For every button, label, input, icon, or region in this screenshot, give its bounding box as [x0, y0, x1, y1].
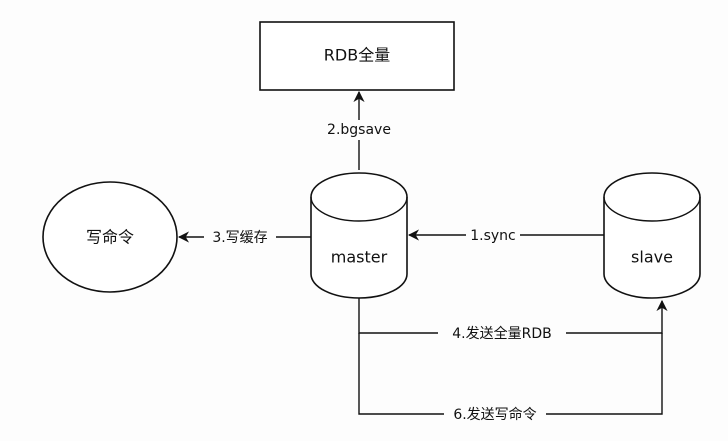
node-slave-label: slave — [631, 248, 673, 267]
node-master-rim — [310, 196, 408, 222]
edge-bgsave-label: 2.bgsave — [327, 122, 391, 138]
node-slave[interactable]: slave — [603, 172, 701, 299]
node-master-label: master — [331, 248, 388, 267]
node-write-cmd-label: 写命令 — [86, 228, 134, 247]
node-write-cmd-ellipse — [42, 181, 178, 293]
edge-write-buffer-label: 3.写缓存 — [212, 230, 267, 246]
node-master[interactable]: master — [310, 172, 408, 299]
edge-write-buffer: 3.写缓存 — [177, 227, 311, 247]
node-rdb[interactable]: RDB全量 — [259, 21, 455, 91]
node-slave-body — [603, 172, 701, 299]
node-rdb-rect — [259, 21, 455, 91]
node-write-cmd[interactable]: 写命令 — [42, 181, 178, 293]
node-master-body — [310, 172, 408, 299]
edge-send-rdb: 4.发送全量RDB — [358, 298, 668, 343]
edge-send-write-line — [358, 333, 663, 415]
node-slave-rim — [603, 196, 701, 222]
edge-send-rdb-label: 4.发送全量RDB — [452, 325, 551, 342]
edge-sync-label: 1.sync — [470, 228, 516, 244]
edge-sync-label-bg — [466, 225, 520, 245]
edge-send-write: 6.发送写命令 — [358, 333, 663, 424]
edge-write-buffer-label-bg — [204, 227, 276, 247]
edge-sync: 1.sync — [407, 225, 604, 245]
edge-bgsave-label-bg — [318, 120, 400, 140]
edge-send-rdb-label-bg — [438, 323, 566, 343]
edge-bgsave: 2.bgsave — [318, 90, 400, 170]
edge-send-write-label: 6.发送写命令 — [453, 406, 536, 423]
edge-send-write-label-bg — [444, 404, 546, 424]
node-rdb-label: RDB全量 — [324, 46, 390, 65]
